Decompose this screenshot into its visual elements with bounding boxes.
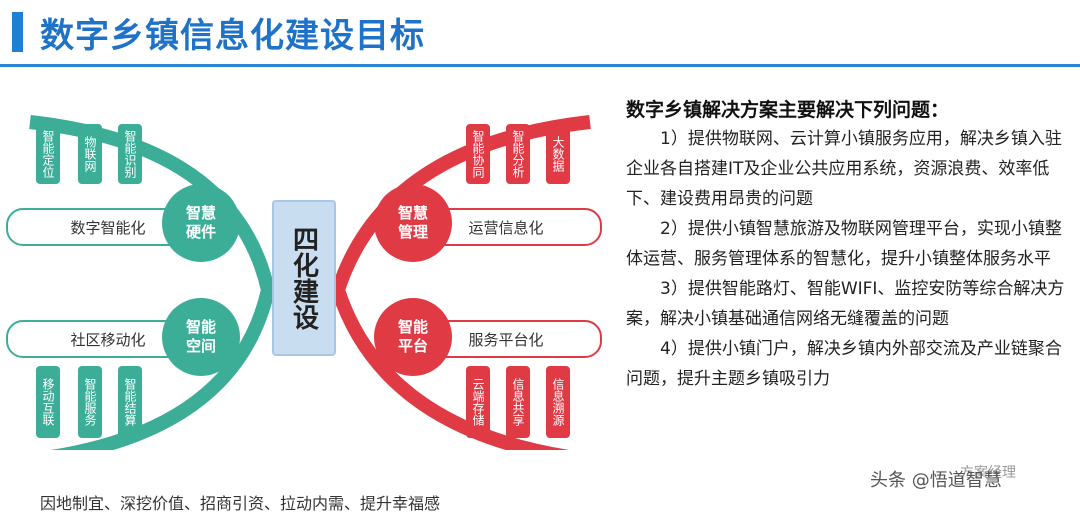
title-accent-bar <box>12 12 23 52</box>
title-divider <box>0 64 1080 67</box>
solution-list: 1）提供物联网、云计算小镇服务应用，解决乡镇入驻企业各自搭建IT及企业公共应用系… <box>626 124 1066 394</box>
box-left-top-3: 智能识别 <box>118 124 142 184</box>
solution-item-2: 2）提供小镇智慧旅游及物联网管理平台，实现小镇整体运营、服务管理体系的智慧化，提… <box>626 219 1062 269</box>
circle-smart-platform: 智能 平台 <box>374 298 452 376</box>
box-left-bottom-2: 智能服务 <box>78 366 102 438</box>
left-arc <box>29 115 276 450</box>
box-right-top-2: 智能分析 <box>506 124 530 184</box>
box-left-top-2: 物联网 <box>78 124 102 184</box>
circle-smart-space: 智能 空间 <box>162 298 240 376</box>
box-left-bottom-1: 移动互联 <box>36 366 60 438</box>
watermark-secondary: 方案经理 <box>960 465 1016 481</box>
box-right-top-1: 智能协同 <box>466 124 490 184</box>
solution-item-4: 4）提供小镇门户，解决乡镇内外部交流及产业链聚合问题，提升主题乡镇吸引力 <box>626 339 1062 389</box>
solution-item-3: 3）提供智能路灯、智能WIFI、监控安防等综合解决方案，解决小镇基础通信网络无缝… <box>626 279 1065 329</box>
circle-smart-management: 智慧 管理 <box>374 184 452 262</box>
center-four-modernizations: 四化建设 <box>272 200 336 356</box>
solution-item-1: 1）提供物联网、云计算小镇服务应用，解决乡镇入驻企业各自搭建IT及企业公共应用系… <box>626 129 1062 209</box>
solution-heading: 数字乡镇解决方案主要解决下列问题： <box>626 99 950 121</box>
bottom-caption: 因地制宜、深挖价值、招商引资、拉动内需、提升幸福感 <box>40 494 441 513</box>
box-right-bottom-1: 云端存储 <box>466 366 490 438</box>
box-right-bottom-2: 信息共享 <box>506 366 530 438</box>
page-title: 数字乡镇信息化建设目标 <box>40 16 425 56</box>
circle-smart-hardware: 智慧 硬件 <box>162 184 240 262</box>
box-left-top-1: 智能定位 <box>36 124 60 184</box>
watermark-main: 头条 @悟道智慧 <box>870 470 1002 491</box>
box-right-top-3: 大数据 <box>546 124 570 184</box>
box-left-bottom-3: 智能结算 <box>118 366 142 438</box>
box-right-bottom-3: 信息溯源 <box>546 366 570 438</box>
